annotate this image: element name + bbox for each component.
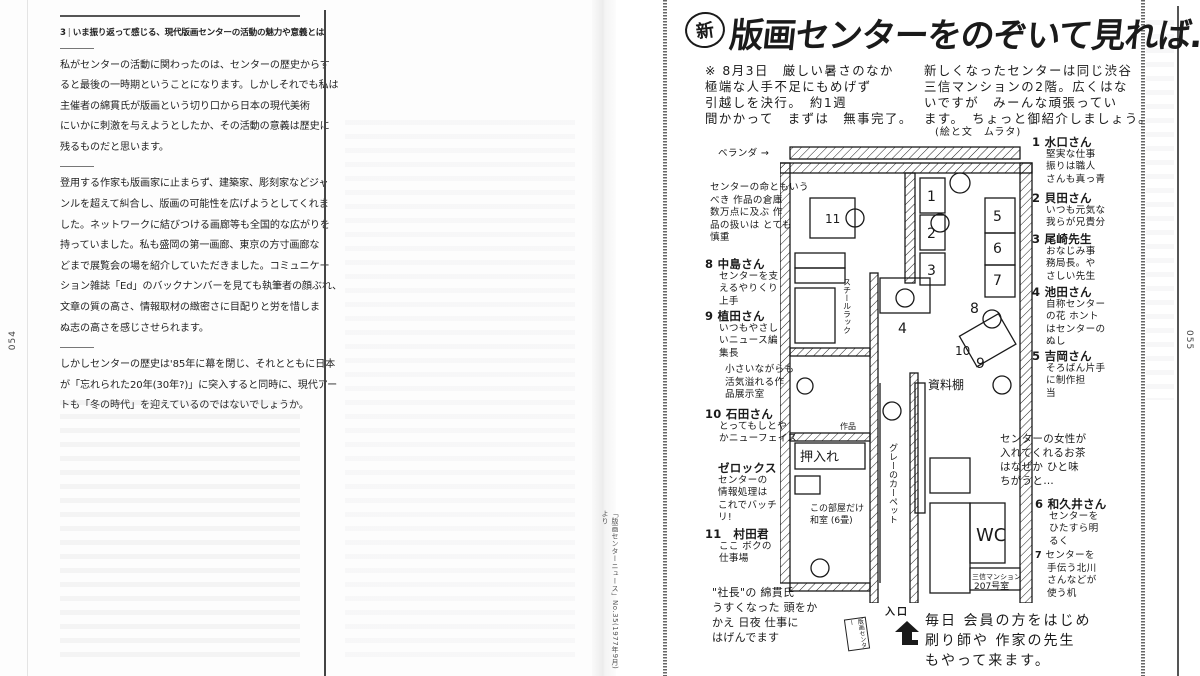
show-through-text bbox=[1146, 20, 1174, 400]
note-nakajima: 8 中島さん センターを支 えるやりくり 上手 bbox=[705, 257, 779, 307]
bottom-caption: 毎日 会員の方をはじめ 刷り師や 作家の先生 もやって来ます。 bbox=[925, 613, 1092, 669]
plan-number-9: 9 bbox=[976, 356, 985, 372]
page-number-right: 055 bbox=[1184, 330, 1194, 351]
label-gray-carpet: グレーのカーペット bbox=[887, 443, 898, 524]
text-line: 文章の質の高さ、情報取材の緻密さに目配りと労を惜しま bbox=[60, 302, 320, 314]
text-line: 間かかって まずは 無事完了。 bbox=[705, 111, 913, 126]
wavy-border-left bbox=[663, 0, 667, 676]
plan-number-8: 8 bbox=[970, 301, 979, 317]
text-line: が「忘れられた20年(30年?)」に突入すると同時に、現代アー bbox=[60, 379, 338, 391]
note-yoshioka: 5 吉岡さん そろばん片手 に制作担 当 bbox=[1032, 349, 1106, 399]
show-through-text bbox=[60, 400, 300, 660]
text-line: ション雑誌「Ed」のバックナンバーを見ても執筆者の顔ぶれ、 bbox=[60, 281, 343, 293]
paragraph-divider bbox=[60, 47, 94, 49]
wavy-border-right bbox=[1141, 0, 1145, 676]
note-murata: 11 村田君 ここ ボクの 仕事場 bbox=[705, 527, 772, 564]
text-line: 残るものだと思います。 bbox=[60, 141, 169, 153]
note-ozaki: 3 尾崎先生 おなじみ事 務局長。や さしい先生 bbox=[1032, 232, 1096, 282]
text-line: した。ネットワークに結びつける画廊等も全国的な広がりを bbox=[60, 219, 330, 231]
paragraph-1: 私がセンターの活動に関わったのは、センターの歴史からす ると最後の一時期というこ… bbox=[60, 56, 339, 159]
text-line: 引越しを決行。 約1週 bbox=[705, 95, 848, 110]
text-line: ※ 8月3日 厳しい暑さのなか bbox=[705, 63, 894, 78]
section-heading: 3|いま振り返って感じる、現代版画センターの活動の魅力や意義とは bbox=[60, 26, 324, 40]
plan-number-7: 7 bbox=[993, 273, 1002, 289]
note-ishida: 10 石田さん とってもしとや かニューフェイス bbox=[705, 407, 798, 444]
text-line: トも「冬の時代」を迎えているのではないでしょうか。 bbox=[60, 396, 309, 417]
label-oshiire: 押入れ bbox=[800, 450, 839, 465]
label-steel-rack: スチールラック bbox=[843, 278, 852, 334]
text-line: ぬ志の高さを感じさせられます。 bbox=[60, 322, 209, 334]
label-entrance: 入口 bbox=[885, 607, 909, 618]
title-text: 版画センターをのぞいて見れば… bbox=[727, 16, 1200, 56]
note-ikeda: 4 池田さん 自称センター の花 ホント はセンターの ぬし bbox=[1032, 285, 1106, 347]
article: 3|いま振り返って感じる、現代版画センターの活動の魅力や意義とは 私がセンターの… bbox=[60, 15, 343, 417]
plan-number-2: 2 bbox=[927, 226, 936, 242]
text-line: しかしセンターの歴史は'85年に幕を閉じ、それとともに日本 bbox=[60, 359, 336, 371]
column-rule bbox=[324, 10, 326, 676]
illustration-title: 新 版画センターをのぞいて見れば… bbox=[680, 6, 1200, 56]
note-storage: センターの命ともいう べき 作品の倉庫 数万点に及ぶ 作 品の扱いは とても 慎… bbox=[710, 182, 809, 243]
plan-number-5: 5 bbox=[993, 209, 1002, 225]
page-number-left: 054 bbox=[8, 330, 18, 351]
text-line: いですが みーんな頑張ってい bbox=[924, 95, 1118, 110]
note-tea: センターの女性が 入れてくれるお茶 はなぜか ひと味 ちがうと… bbox=[1000, 433, 1087, 487]
text-line: どまで展覧会の場を紹介していただきました。コミュニケー bbox=[60, 260, 330, 272]
label-washitsu-2: 和室 (6畳) bbox=[810, 514, 853, 526]
illustration-credit: (絵と文 ムラタ) bbox=[935, 127, 1022, 138]
source-caption: 「版画センターニュース」No.35(1977年9月)より bbox=[601, 510, 619, 670]
note-gallery: 小さいながらも 活気溢れる作 品展示室 bbox=[725, 364, 795, 400]
entrance-arrow-icon bbox=[895, 621, 919, 645]
label-wc: WC bbox=[976, 525, 1006, 546]
text-line: 登用する作家も版画家に止まらず、建築家、彫刻家などジャ bbox=[60, 178, 329, 190]
paragraph-3: しかしセンターの歴史は'85年に幕を閉じ、それとともに日本 が「忘れられた20年… bbox=[60, 355, 338, 417]
column-rule-right bbox=[1177, 6, 1179, 676]
text-line: ます。 ちょっと御紹介しましょう。 bbox=[924, 111, 1152, 126]
text-line: 三信マンションの2階。広くはな bbox=[924, 79, 1128, 94]
label-documents-shelf: 資料棚 bbox=[928, 377, 964, 392]
paragraph-divider bbox=[60, 166, 94, 168]
plan-number-3: 3 bbox=[927, 263, 936, 279]
label-works: 作品 bbox=[840, 421, 856, 431]
plan-number-6: 6 bbox=[993, 241, 1002, 257]
intro-text-right: 新しくなったセンターは同じ渋谷 三信マンションの2階。広くはな いですが みーん… bbox=[924, 63, 1152, 127]
text-line: 持っていました。私も盛岡の第一画廊、東京の方寸画廊な bbox=[60, 240, 320, 252]
book-gutter bbox=[592, 0, 616, 676]
label-room-2: 207号室 bbox=[974, 580, 1009, 592]
label-room-1: 三信マンション bbox=[972, 572, 1021, 581]
text-line: ンルを超えて糾合し、版画の可能性を広げようとしてくれま bbox=[60, 199, 329, 211]
plan-number-1: 1 bbox=[927, 189, 936, 205]
section-heading-text: いま振り返って感じる、現代版画センターの活動の魅力や意義とは bbox=[72, 27, 325, 38]
text-line: にいかに刺激を与えようとしたか、その活動の意義は歴史に bbox=[60, 121, 330, 133]
intro-text-left: ※ 8月3日 厳しい暑さのなか 極端な人手不足にもめげず 引越しを決行。 約1週… bbox=[705, 63, 913, 127]
note-mizuguchi: 1 水口さん 堅実な仕事 振りは職人 さんも真っ青 bbox=[1032, 135, 1106, 185]
note-president: "社長"の 綿貫氏 うすくなった 頭をか かえ 日夜 仕事に はげんでます bbox=[712, 586, 818, 644]
plan-number-4: 4 bbox=[898, 321, 907, 337]
note-wakui: 6 和久井さん センターを ひたすら明 るく bbox=[1035, 497, 1107, 547]
label-veranda: ベランダ → bbox=[718, 148, 770, 159]
show-through-text bbox=[345, 120, 575, 665]
signboard: 版画センター bbox=[843, 616, 871, 652]
note-kaida: 2 貝田さん いつも元気な 我らが兄貴分 bbox=[1032, 191, 1106, 228]
text-line: ると最後の一時期ということになります。しかしそれでも私は bbox=[60, 80, 339, 92]
plan-number-10: 10 bbox=[955, 344, 970, 358]
text-line: 極端な人手不足にもめげず bbox=[705, 79, 872, 94]
page-edge-line bbox=[27, 0, 28, 676]
left-page bbox=[0, 0, 600, 676]
text-line: 私がセンターの活動に関わったのは、センターの歴史からす bbox=[60, 59, 330, 71]
note-ueda: 9 植田さん いつもやさし いニュース編 集長 bbox=[705, 309, 779, 359]
label-washitsu-1: この部屋だけ bbox=[810, 502, 864, 514]
floor-plan-drawing: 1 2 3 4 5 6 7 8 9 10 11 押入れ 資料棚 作品 この部屋だ… bbox=[780, 146, 1033, 603]
section-number: 3 bbox=[60, 27, 66, 38]
paragraph-divider bbox=[60, 347, 94, 349]
note-kitagawa-desk: 7 センターを 手伝う北川 さんなどが 使う机 bbox=[1035, 550, 1097, 599]
text-line: 主催者の綿貫氏が版画という切り口から日本の現代美術 bbox=[60, 100, 310, 112]
heading-top-rule bbox=[60, 15, 300, 17]
new-badge: 新 bbox=[682, 9, 728, 51]
paragraph-2: 登用する作家も版画家に止まらず、建築家、彫刻家などジャ ンルを超えて糾合し、版画… bbox=[60, 174, 343, 339]
note-xerox: ゼロックス センターの 情報処理は これでバッチ リ! bbox=[718, 461, 778, 523]
heading-separator: | bbox=[67, 27, 71, 38]
plan-number-11: 11 bbox=[825, 212, 840, 226]
text-line: 新しくなったセンターは同じ渋谷 bbox=[924, 63, 1133, 78]
